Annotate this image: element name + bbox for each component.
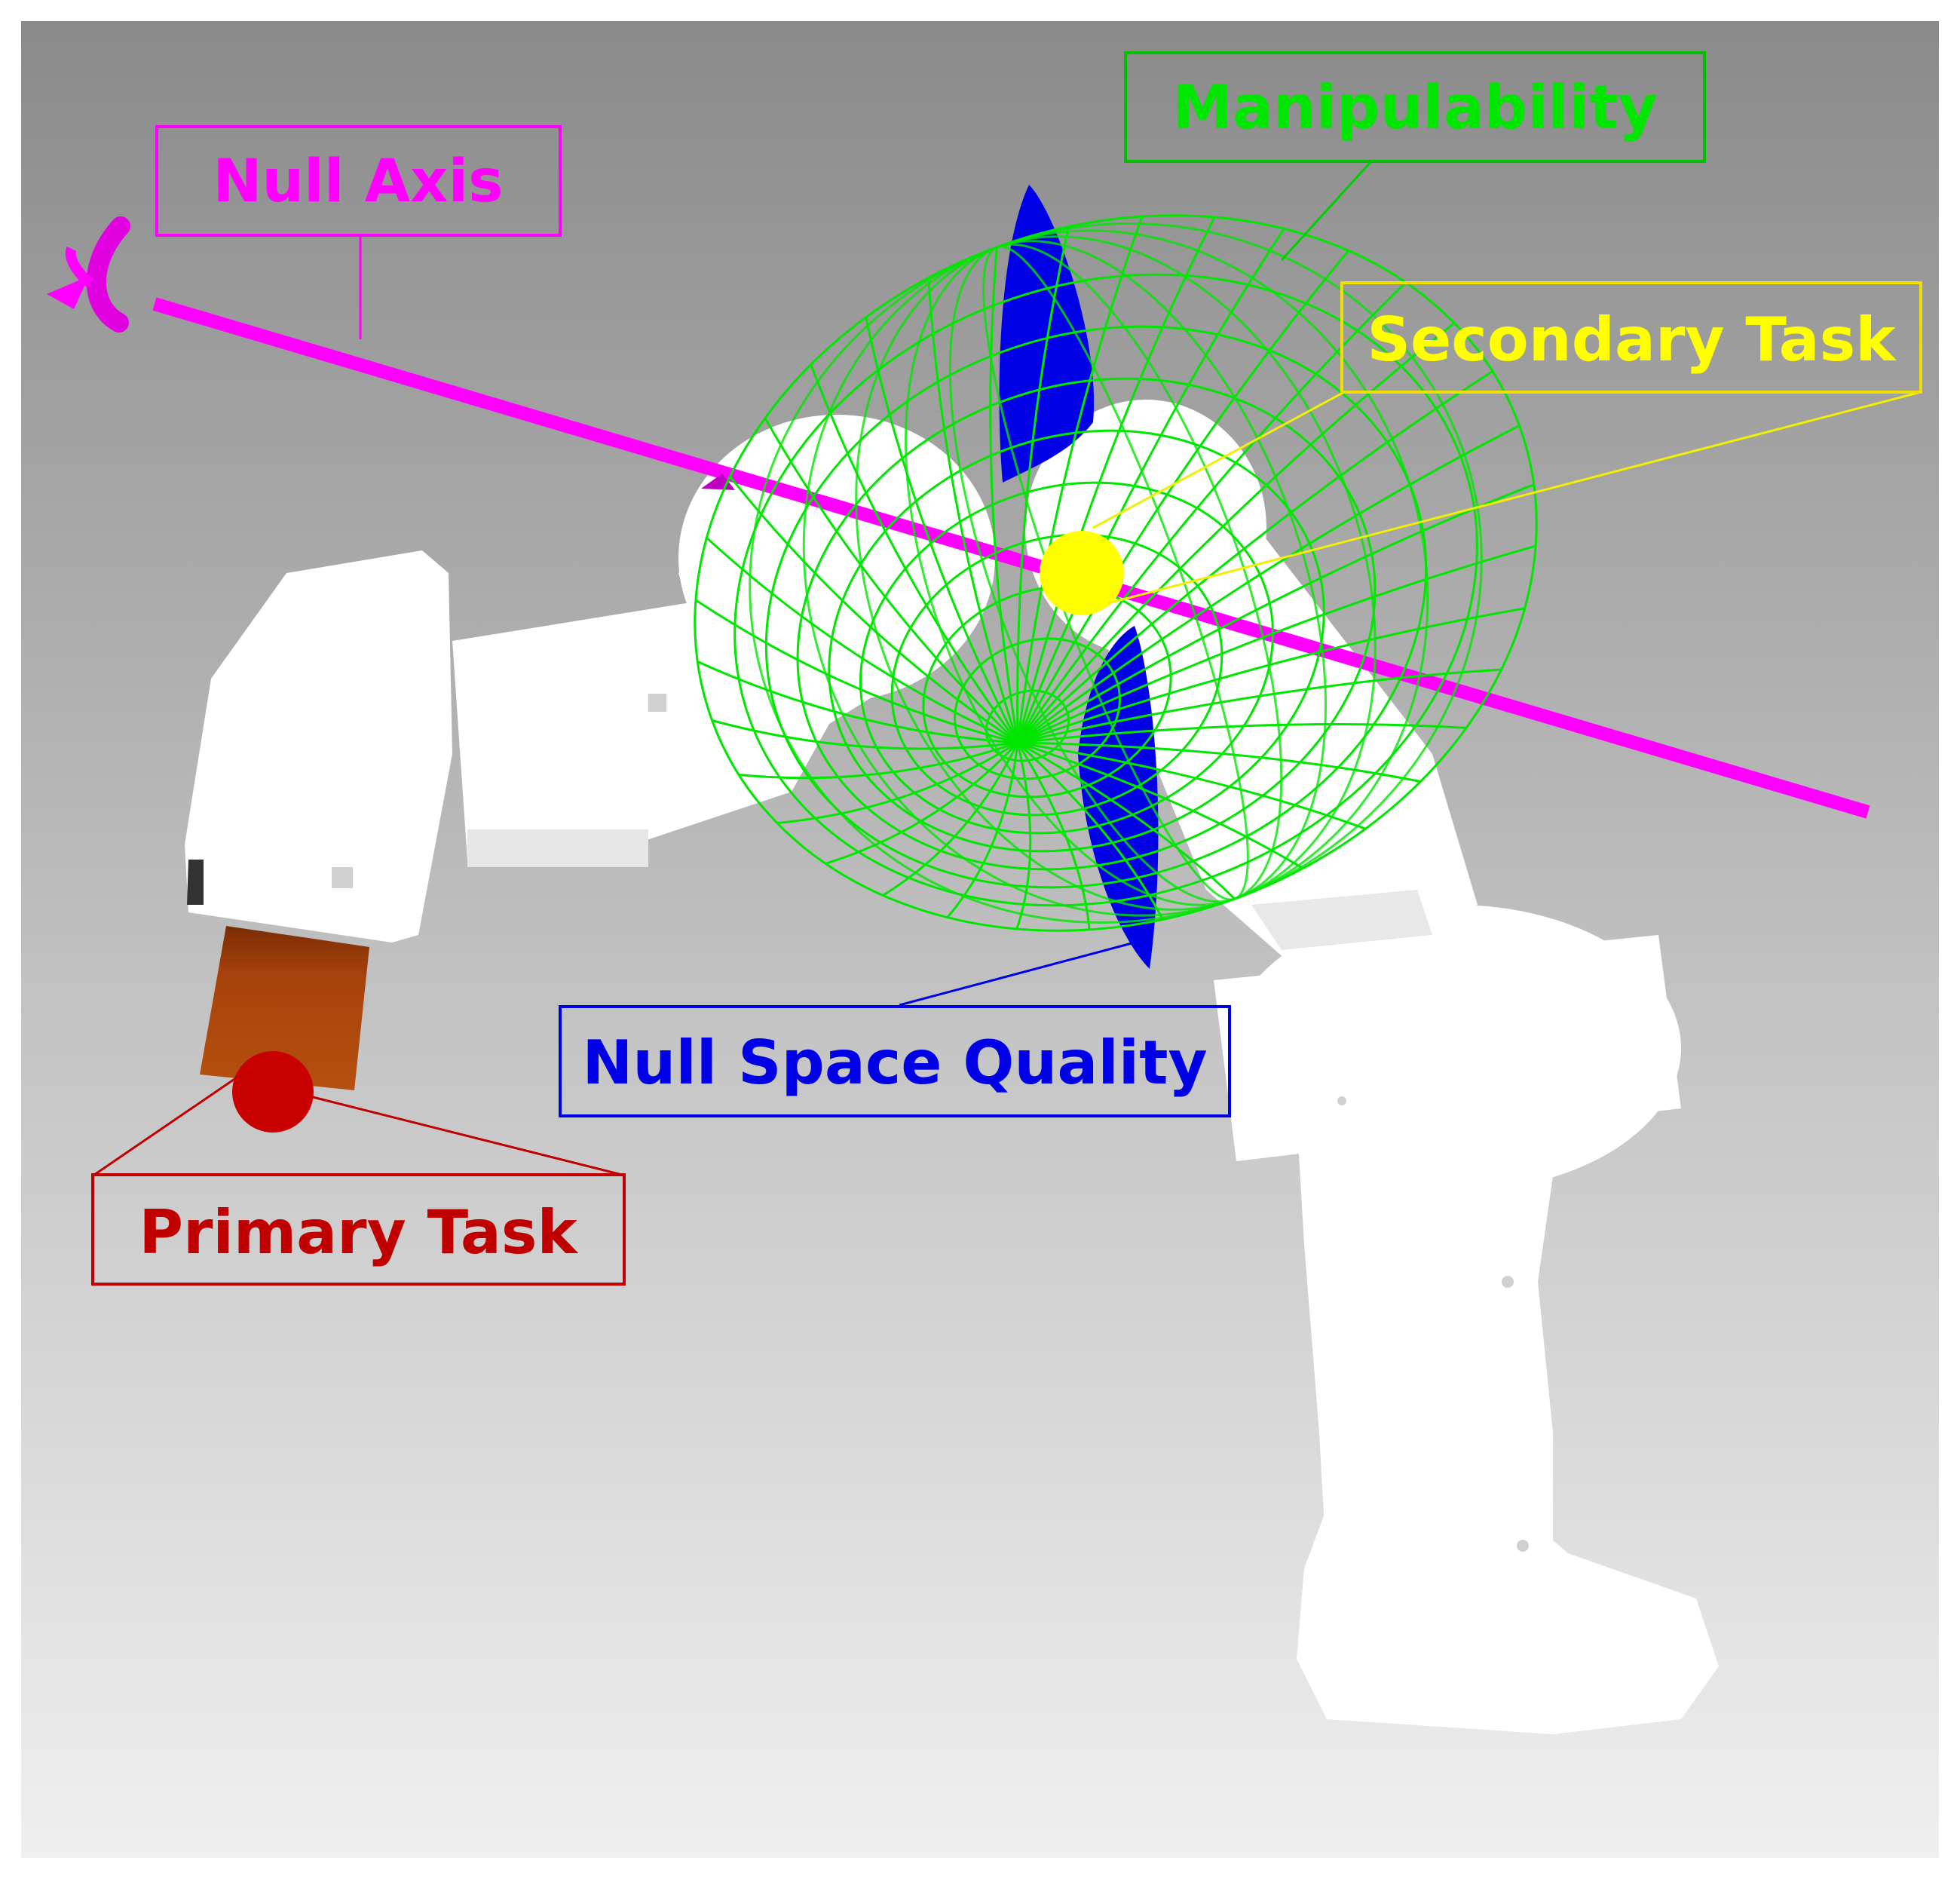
manipulability-meridian: [1017, 741, 1366, 830]
manipulability-meridian: [1016, 322, 1456, 743]
manipulability-ellipsoid: [694, 214, 1538, 932]
callout-lines: [93, 161, 1922, 1176]
manipulability-meridian: [706, 537, 1018, 744]
robot-body-details: [187, 694, 1529, 1552]
manipulability-meridian: [1016, 216, 1216, 743]
manipulability-meridian: [695, 599, 1018, 744]
manipulability-meridian: [1017, 544, 1536, 744]
manipulability-longitude-arc: [749, 222, 1483, 924]
manipulability-meridian: [738, 741, 1018, 780]
manipulability-meridian: [764, 417, 1019, 744]
manipulability-meridian: [1015, 742, 1032, 930]
manipulability-meridian: [1016, 281, 1407, 743]
manipulability-meridian: [1016, 370, 1493, 744]
manipulability-meridian: [825, 741, 1019, 865]
manipulability-latitude-ring: [828, 429, 1325, 853]
manipulability-meridian: [1017, 483, 1535, 744]
label-null-space-quality-text: Null Space Quality: [582, 1028, 1207, 1098]
label-secondary-task-text: Secondary Task: [1367, 305, 1897, 375]
label-manipulability: Manipulability: [1124, 51, 1706, 163]
label-primary-task: Primary Task: [91, 1173, 626, 1286]
label-null-space-quality: Null Space Quality: [559, 1005, 1231, 1117]
manipulability-meridian: [1017, 668, 1502, 744]
manipulability-meridian: [1017, 425, 1521, 744]
manipulability-latitude-ring: [796, 377, 1377, 871]
manipulability-meridian: [712, 719, 1018, 750]
manipulability-meridian: [989, 247, 1019, 743]
manipulability-meridian: [697, 661, 1018, 744]
robot-wrist: [185, 550, 452, 943]
manipulability-meridian: [882, 742, 1019, 897]
label-null-axis-text: Null Axis: [213, 148, 503, 216]
robot-lower-link: [1297, 1116, 1553, 1568]
manipulability-meridian: [1017, 722, 1467, 744]
manipulability-meridian: [1016, 228, 1285, 743]
manipulability-latitude-ring: [922, 585, 1172, 798]
manipulability-meridian: [946, 742, 1019, 918]
manipulability-meridian: [1017, 607, 1525, 744]
primary-task-point: [232, 1051, 314, 1133]
label-primary-task-text: Primary Task: [139, 1197, 578, 1267]
manipulability-meridian: [1016, 742, 1091, 930]
rotation-arrow-icon: [47, 216, 130, 333]
manipulability-meridian: [810, 363, 1019, 743]
manipulability-meridian: [927, 277, 1019, 743]
manipulability-latitude-ring: [859, 481, 1275, 835]
manipulability-meridian: [776, 741, 1018, 824]
manipulability-meridian: [1016, 216, 1144, 743]
label-null-axis: Null Axis: [155, 125, 562, 237]
secondary-task-point: [1040, 531, 1124, 615]
manipulability-meridian: [1017, 741, 1236, 900]
label-manipulability-text: Manipulability: [1172, 72, 1658, 143]
manipulability-meridian: [1017, 741, 1421, 783]
manipulability-meridian: [865, 317, 1019, 743]
manipulability-latitude-ring: [890, 533, 1223, 817]
manipulability-meridian: [1016, 741, 1164, 921]
label-secondary-task: Secondary Task: [1340, 281, 1922, 394]
end-effector: [200, 926, 369, 1090]
manipulability-meridian: [729, 476, 1018, 744]
